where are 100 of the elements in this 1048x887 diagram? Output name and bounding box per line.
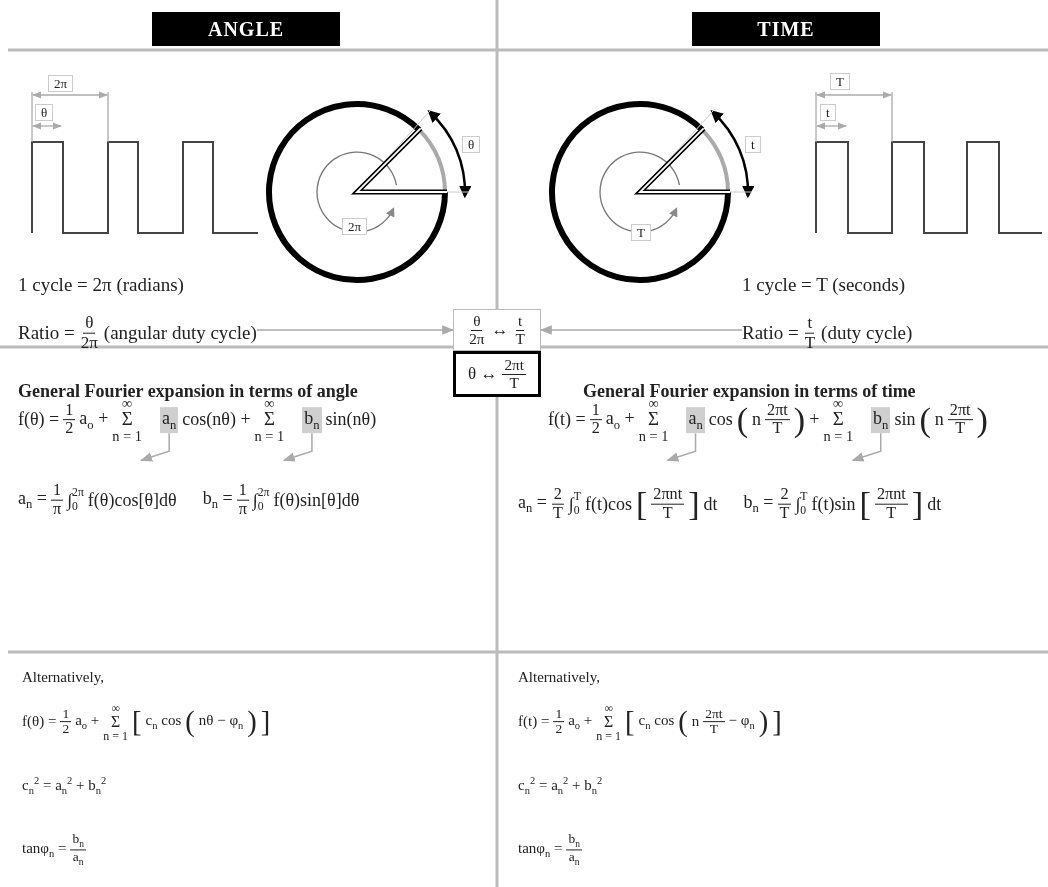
arrow: [256, 325, 455, 335]
fraction-denominator: T: [508, 374, 520, 392]
arrow: [539, 325, 743, 335]
summation-sign: Σ: [832, 410, 844, 430]
dimension-label: 2π: [342, 218, 368, 235]
formula-text: c$_{n}$ cos: [638, 712, 675, 732]
bracket: ]: [260, 707, 271, 737]
formula-text: dt: [703, 493, 718, 515]
summation-limit: n = 1: [112, 429, 142, 444]
formula-box: [453, 309, 541, 351]
dimension-label: t: [820, 104, 836, 121]
formula-text: Alternatively,: [518, 668, 600, 686]
summation-limit: n = 1: [823, 429, 854, 444]
highlighted-coefficient: b$_{n}$: [871, 406, 891, 434]
fraction-denominator: T: [551, 504, 564, 523]
arrow: [666, 432, 697, 462]
bracket: ): [758, 707, 769, 737]
fraction-numerator: t: [516, 312, 525, 331]
formula-text: sin: [894, 409, 916, 431]
formula-text: (duty cycle): [821, 322, 913, 344]
fraction-numerator: 2: [551, 485, 564, 505]
formula-text: − φ$_{n}$: [728, 712, 755, 732]
formula-text: cos: [708, 409, 733, 431]
fraction-numerator: 2πt: [703, 706, 725, 723]
dimension-label: θ: [462, 136, 481, 153]
formula-text: (angular duty cycle): [103, 322, 257, 344]
bracket: ): [793, 402, 806, 438]
summation-limit: n = 1: [638, 429, 669, 444]
arrow: [851, 432, 882, 462]
bracket: ]: [772, 707, 782, 737]
summation-sign: Σ: [263, 410, 275, 430]
formula-text: f(θ) =: [22, 713, 57, 731]
fraction-denominator: a$_{n}$: [71, 850, 85, 868]
formula-text: f(t)cos: [584, 493, 632, 515]
fraction-numerator: t: [805, 313, 815, 334]
formula-text: sin(nθ): [325, 409, 377, 431]
fraction-denominator: 2π: [468, 330, 486, 348]
formula-text: f(θ)cos[θ]dθ: [87, 489, 177, 511]
fraction-numerator: 2πnt: [651, 485, 685, 505]
summation-sign: Σ: [111, 714, 121, 730]
fraction-denominator: T: [778, 504, 791, 523]
summation-limit: n = 1: [254, 429, 285, 444]
bracket: [: [859, 486, 871, 522]
formula-text: n: [934, 409, 944, 431]
formula-box: [453, 351, 541, 397]
integral-sign: ∫: [568, 493, 574, 515]
integral-limit: T: [573, 489, 581, 503]
formula-text: f(t) =: [518, 713, 550, 731]
formula-text: f(θ) =: [18, 409, 60, 431]
fraction-numerator: 2: [778, 485, 791, 505]
formula-text: a$_{o}$ +: [568, 712, 593, 732]
bracket: ): [976, 402, 988, 438]
integral-sign: ∫: [67, 489, 73, 511]
formula-text: tanφ$_{n}$ =: [518, 840, 563, 860]
formula-text: a$_{o}$ +: [75, 712, 100, 732]
highlighted-coefficient: a$_{n}$: [160, 406, 179, 434]
fraction-denominator: T: [803, 333, 817, 353]
dimension-label: 2π: [48, 75, 74, 92]
bracket: (: [185, 707, 195, 737]
integral-limit: 2π: [257, 485, 270, 499]
header-label: ANGLE: [152, 12, 340, 46]
fraction-numerator: 2πt: [947, 401, 973, 421]
bracket: ]: [688, 486, 700, 522]
fraction-denominator: T: [885, 504, 898, 523]
bracket: [: [625, 707, 635, 737]
integral-limit: T: [800, 489, 808, 503]
fraction-numerator: 1: [60, 706, 72, 723]
formula-text: θ ↔: [468, 364, 498, 384]
fraction-numerator: 2πnt: [874, 485, 908, 505]
summation-limit: ∞: [604, 702, 613, 715]
formula-text: Ratio =: [742, 322, 799, 344]
fraction-denominator: 2: [61, 722, 71, 738]
formula-text: b$_{n}$ =: [743, 491, 774, 517]
fraction-numerator: 2πt: [502, 356, 526, 375]
fraction-denominator: T: [771, 420, 784, 439]
formula-text: a$_{n}$ =: [18, 487, 47, 513]
formula-text: n: [752, 409, 762, 431]
integral-sign: ∫: [252, 489, 258, 511]
formula-text: 1 cycle = 2π (radians): [18, 274, 184, 296]
formula-text: n: [691, 713, 700, 731]
bracket: (: [678, 707, 688, 737]
formula-text: a$_{o}$ +: [605, 407, 635, 433]
fraction-numerator: b$_{n}$: [566, 832, 582, 851]
fraction-denominator: T: [514, 330, 526, 348]
fraction-numerator: θ: [83, 313, 96, 334]
highlighted-coefficient: a$_{n}$: [686, 406, 705, 434]
formula-text: a$_{n}$ =: [518, 491, 547, 517]
formula-text: Ratio =: [18, 322, 75, 344]
formula-text: dt: [927, 493, 942, 515]
integral-limit: 0: [257, 500, 265, 515]
fraction-numerator: 2πt: [765, 401, 790, 421]
bracket: ): [247, 707, 257, 737]
formula-text: 1 cycle = T (seconds): [742, 274, 906, 296]
fraction-numerator: 1: [553, 706, 565, 723]
formula-text: f(t) =: [548, 409, 586, 431]
fraction-denominator: 2: [64, 420, 75, 439]
fraction-denominator: π: [237, 500, 248, 519]
fraction-denominator: 2: [590, 420, 601, 439]
fraction-numerator: 1: [63, 401, 76, 421]
integral-limit: 0: [72, 500, 79, 515]
